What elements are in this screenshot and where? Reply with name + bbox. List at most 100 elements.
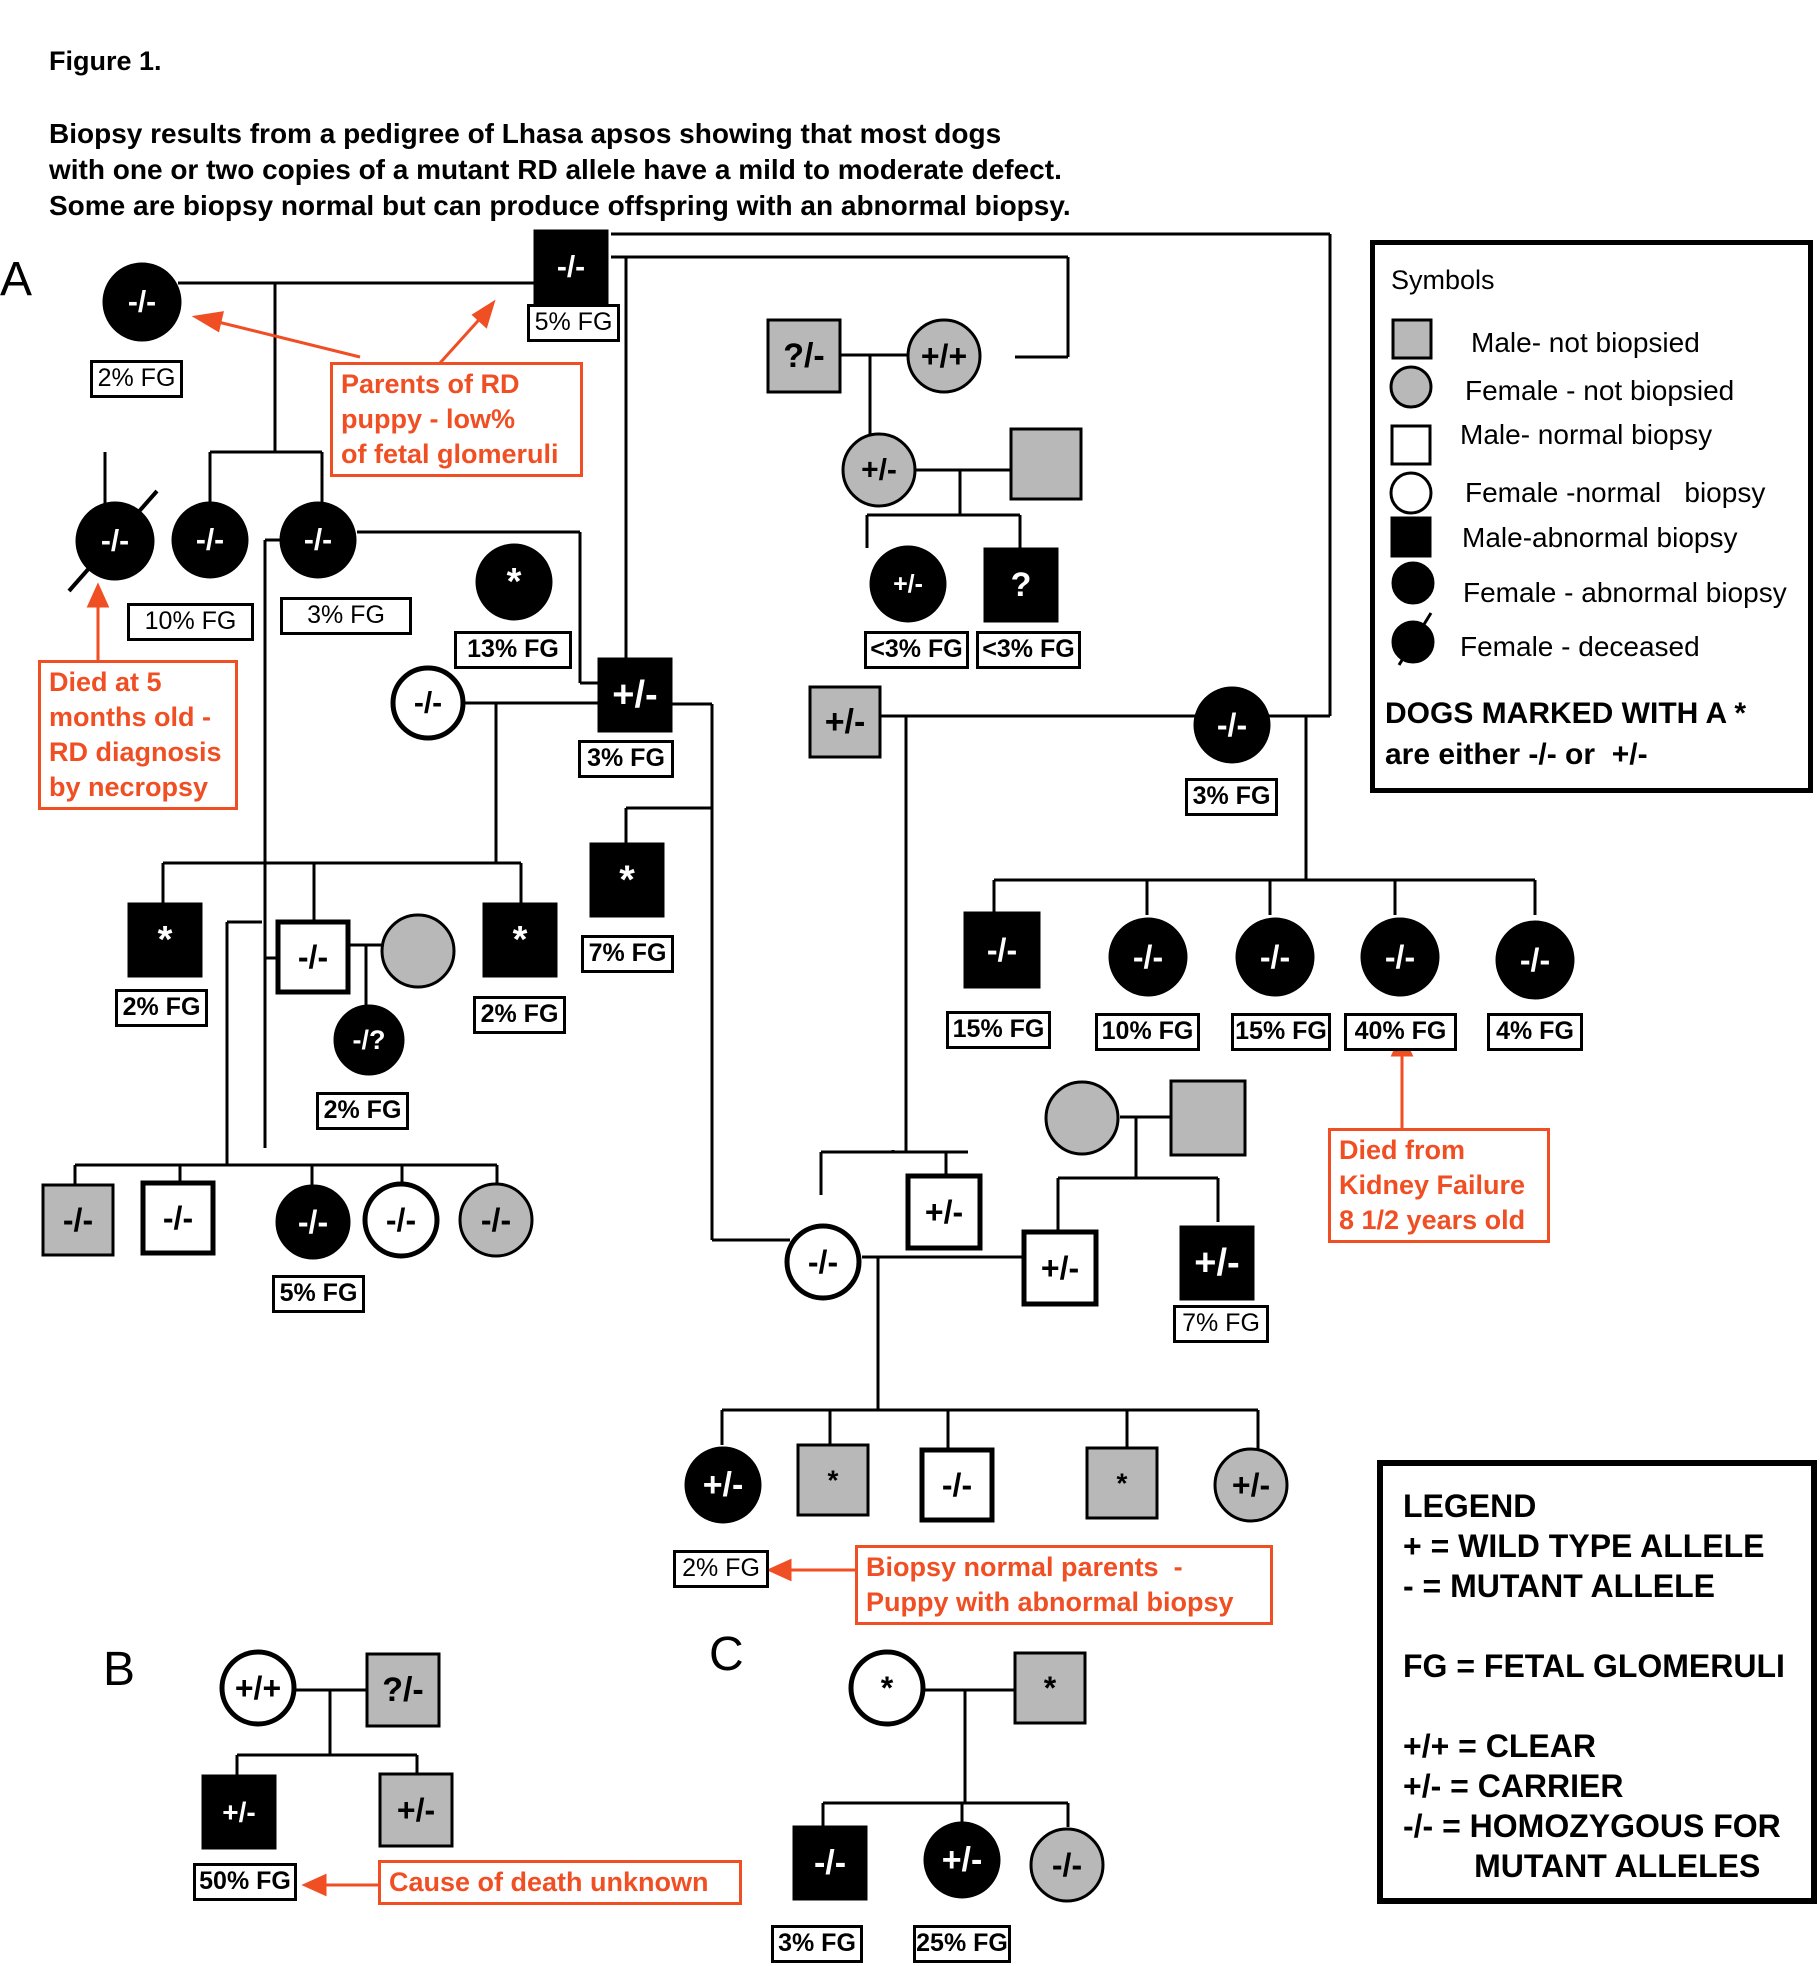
male-black-symbol: +/- xyxy=(597,657,673,733)
square-icon xyxy=(140,1180,216,1256)
genotype-label: -/- xyxy=(557,251,585,284)
fg-label: 13% FG xyxy=(454,631,572,669)
square-icon xyxy=(365,1652,441,1728)
caption-line-1: Biopsy results from a pedigree of Lhasa … xyxy=(49,118,1002,149)
genotype-label: * xyxy=(1117,1468,1128,1499)
panel-label-a: A xyxy=(0,253,33,306)
square-icon xyxy=(378,1772,454,1848)
female-black-symbol: -/- xyxy=(171,501,249,579)
genotype-label: -/- xyxy=(414,687,442,720)
symbols-key: Symbols Male- not biopsied Female - not … xyxy=(1370,240,1813,793)
female-gray-symbol xyxy=(380,913,456,989)
square-icon xyxy=(201,1774,277,1850)
circle-icon xyxy=(1193,686,1271,764)
pedigree-lines xyxy=(73,232,1537,1827)
square-icon xyxy=(1009,427,1083,501)
fg-label: 3% FG xyxy=(771,1925,863,1963)
genotype-label: +/- xyxy=(942,1841,983,1879)
legend-box: LEGEND + = WILD TYPE ALLELE - = MUTANT A… xyxy=(1377,1460,1817,1904)
female-black-symbol: -/- xyxy=(67,489,159,593)
female-white-symbol: +/+ xyxy=(219,1649,297,1727)
female-white-symbol: * xyxy=(848,1649,926,1727)
genotype-label: +/- xyxy=(1194,1242,1239,1284)
circle-icon xyxy=(458,1182,534,1258)
genotype-label: +/+ xyxy=(921,338,967,374)
circle-icon xyxy=(1235,917,1315,997)
genotype-label: +/+ xyxy=(235,1670,281,1706)
female-white-symbol: -/- xyxy=(390,665,466,741)
fg-label: 5% FG xyxy=(527,304,620,342)
annotation-parents-rd-puppy: Parents of RD puppy - low% of fetal glom… xyxy=(330,362,583,477)
female-black-symbol: -/- xyxy=(1360,917,1440,997)
genotype-label: +/- xyxy=(397,1792,435,1828)
genotype-label: -/- xyxy=(128,286,156,319)
male-black-symbol: +/- xyxy=(201,1774,277,1850)
genotype-label: -/- xyxy=(196,524,224,557)
male-black-symbol: ? xyxy=(983,547,1059,623)
circle-icon xyxy=(102,262,182,342)
fg-label: 2% FG xyxy=(473,996,566,1034)
genotype-label: -/- xyxy=(1520,942,1550,978)
genotype-label: -/? xyxy=(353,1025,386,1055)
fg-label: 25% FG xyxy=(913,1925,1011,1963)
genotype-label: +/- xyxy=(893,570,923,598)
fg-label: 40% FG xyxy=(1344,1013,1457,1051)
female-gray-symbol: -/- xyxy=(458,1182,534,1258)
genotype-label: ?/- xyxy=(382,1671,424,1709)
panel-label-c: C xyxy=(709,1628,744,1681)
genotype-label: -/- xyxy=(1052,1847,1082,1883)
male-black-symbol: -/- xyxy=(792,1825,868,1901)
male-white-symbol: +/- xyxy=(905,1173,983,1251)
panel-label-b: B xyxy=(103,1643,136,1696)
square-icon xyxy=(792,1825,868,1901)
male-white-symbol: +/- xyxy=(1021,1229,1099,1307)
fg-label: 3% FG xyxy=(1185,778,1278,816)
genotype-label: -/- xyxy=(942,1467,972,1503)
genotype-label: -/- xyxy=(304,524,332,557)
legend-line: MUTANT ALLELES xyxy=(1403,1848,1761,1884)
genotype-label: -/- xyxy=(1385,939,1415,975)
genotype-label: -/- xyxy=(987,932,1017,968)
circle-icon xyxy=(362,1181,440,1259)
square-icon xyxy=(1013,1651,1087,1725)
symbol-label: Female -normal biopsy xyxy=(1465,477,1766,508)
male-gray-symbol xyxy=(1009,427,1083,501)
fg-label: 15% FG xyxy=(1231,1013,1331,1051)
fg-label: 10% FG xyxy=(1095,1013,1200,1051)
circle-icon xyxy=(1108,917,1188,997)
caption-line-2: with one or two copies of a mutant RD al… xyxy=(49,154,1062,185)
circle-icon xyxy=(784,1223,862,1301)
genotype-label: -/- xyxy=(298,939,328,975)
circle-icon xyxy=(923,1821,1001,1899)
symbols-note-line-1: DOGS MARKED WITH A * xyxy=(1385,697,1747,730)
legend-line: + = WILD TYPE ALLELE xyxy=(1403,1528,1765,1564)
square-icon xyxy=(919,1447,995,1523)
symbols-note-line-2: are either -/- or +/- xyxy=(1385,738,1648,771)
square-icon xyxy=(766,318,842,394)
caption-line-3: Some are biopsy normal but can produce o… xyxy=(49,190,1071,221)
genotype-label: -/- xyxy=(101,525,129,558)
square-icon xyxy=(1169,1079,1247,1157)
genotype-label: -/- xyxy=(481,1202,511,1238)
square-icon xyxy=(1179,1225,1255,1301)
circle-icon xyxy=(1213,1447,1289,1523)
circle-icon xyxy=(906,318,982,394)
female-normal-icon xyxy=(1389,471,1433,515)
female-white-symbol: -/- xyxy=(784,1223,862,1301)
male-black-symbol: -/- xyxy=(533,229,609,305)
genotype-label: -/- xyxy=(1260,939,1290,975)
female-black-symbol: -/- xyxy=(275,1184,351,1260)
square-icon xyxy=(983,547,1059,623)
male-gray-symbol: * xyxy=(1013,1651,1087,1725)
male-normal-icon xyxy=(1390,424,1432,466)
genotype-label: -/- xyxy=(63,1202,93,1238)
male-gray-symbol: ?/- xyxy=(766,318,842,394)
legend-line: LEGEND xyxy=(1403,1488,1537,1524)
square-icon xyxy=(905,1173,983,1251)
deceased-slash xyxy=(67,489,159,593)
male-white-symbol: -/- xyxy=(140,1180,216,1256)
symbol-label: Female - abnormal biopsy xyxy=(1463,577,1787,608)
genotype-label: +/- xyxy=(222,1797,255,1828)
circle-icon xyxy=(219,1649,297,1727)
genotype-label: -/- xyxy=(386,1202,416,1238)
